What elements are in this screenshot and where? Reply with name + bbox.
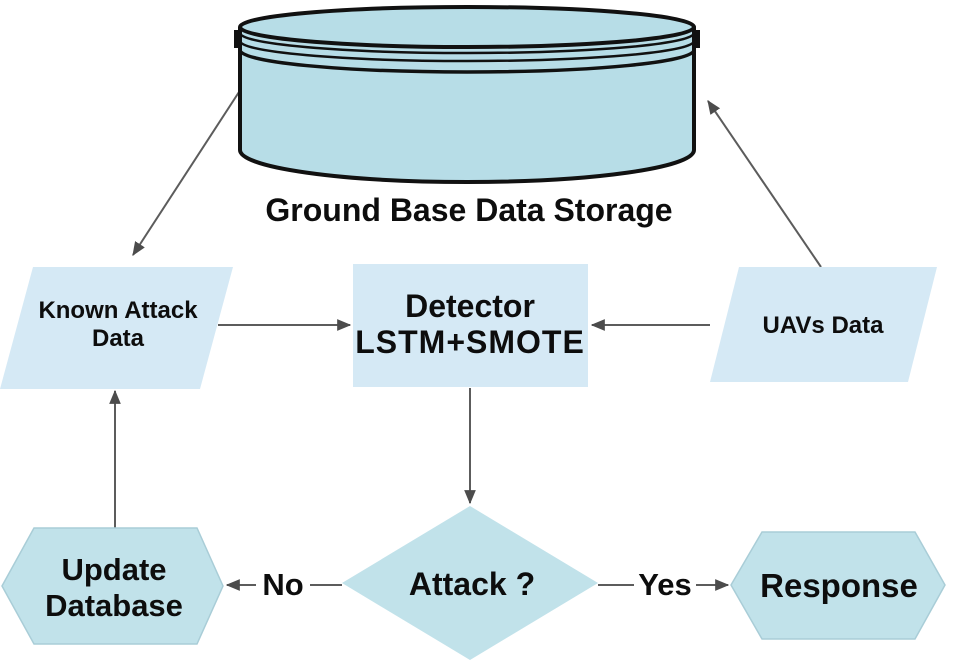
arrow-uavs-to-storage	[707, 100, 822, 268]
storage-label: Ground Base Data Storage	[265, 192, 672, 228]
arrow-storage-to-known-attack	[132, 91, 240, 256]
edge-label-no: No	[262, 567, 303, 602]
uavs-data-label: UAVs Data	[763, 312, 885, 339]
update-database-node: Update Database	[1, 527, 224, 645]
response-shape	[730, 531, 946, 640]
detector-shape	[353, 264, 588, 387]
attack-decision-node: Attack ?	[342, 506, 598, 660]
cylinder-lid-tab-left	[234, 30, 240, 48]
edge-labels: No Yes	[256, 567, 696, 602]
cylinder-rim-arc	[238, 49, 696, 74]
update-database-shape	[1, 527, 224, 645]
detector-label-line1: Detector	[405, 288, 535, 324]
cylinder-rim-arc	[238, 32, 696, 55]
uavs-data-node: UAVs Data	[710, 267, 937, 382]
known-attack-label-line1: Known Attack	[38, 297, 198, 324]
update-database-label-line2: Database	[45, 588, 183, 623]
edge-label-yes: Yes	[638, 567, 691, 602]
edge-label-yes-bg	[634, 568, 696, 600]
cylinder-body	[240, 27, 694, 182]
detector-node: Detector LSTM+SMOTE	[353, 264, 588, 387]
known-attack-shape	[0, 267, 233, 389]
ground-base-storage-cylinder: Ground Base Data Storage	[234, 5, 700, 228]
cylinder-top-ellipse	[238, 5, 696, 49]
attack-decision-label: Attack ?	[409, 566, 535, 602]
edge-label-no-bg	[256, 568, 310, 600]
update-database-label-line1: Update	[61, 552, 166, 587]
cylinder-rim-arc	[238, 40, 696, 63]
response-label: Response	[760, 567, 918, 604]
known-attack-data-node: Known Attack Data	[0, 267, 233, 389]
response-node: Response	[730, 531, 946, 640]
uavs-data-shape	[710, 267, 937, 382]
cylinder-outline	[238, 27, 696, 184]
detector-label-line2: LSTM+SMOTE	[355, 324, 585, 360]
known-attack-label-line2: Data	[92, 325, 145, 352]
attack-decision-diamond	[342, 506, 598, 660]
cylinder-lid-tab-right	[694, 30, 700, 48]
